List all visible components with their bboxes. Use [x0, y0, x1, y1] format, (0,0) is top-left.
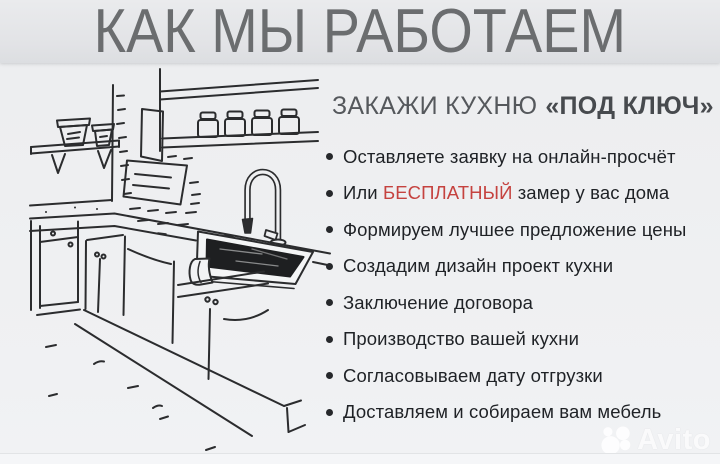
kitchen-sketch-illustration [29, 68, 331, 451]
avito-logo-icon [601, 426, 631, 455]
step-text: Создадим дизайн проект кухни [343, 255, 614, 276]
bullet-icon [326, 189, 333, 197]
bullet-icon [326, 408, 333, 416]
step-text: Согласовываем дату отгрузки [343, 364, 603, 386]
floor-texture-group [45, 344, 216, 451]
bullet-icon [326, 226, 333, 233]
upper-shelf-group [159, 68, 319, 152]
subtitle-regular: ЗАКАЖИ КУХНЮ [332, 92, 538, 120]
faucet-group [241, 168, 287, 247]
step-item: Или БЕСПЛАТНЫЙ замер у вас дома [326, 182, 716, 204]
step-text: Заключение договора [343, 291, 534, 313]
step-item: Оставляете заявку на онлайн-просчёт [326, 146, 716, 167]
step-item: Заключение договора [326, 292, 716, 313]
page-title: КАК МЫ РАБОТАЕМ [93, 0, 627, 66]
subtitle-bold: «ПОД КЛЮЧ» [545, 92, 714, 120]
sink-group [188, 230, 314, 290]
step-item: Формируем лучшее предложение цены [326, 219, 716, 240]
avito-watermark: Avito [600, 424, 711, 457]
step-text: Или БЕСПЛАТНЫЙ замер у вас дома [343, 182, 670, 203]
wall-texture-group [111, 84, 201, 226]
step-text: Оставляете заявку на онлайн-просчёт [343, 145, 676, 167]
step-text: Доставляем и собираем вам мебель [343, 401, 662, 422]
subtitle: ЗАКАЖИ КУХНЮ«ПОД КЛЮЧ» [332, 92, 714, 121]
header-band: КАК МЫ РАБОТАЕМ [0, 0, 720, 63]
bullet-icon [326, 299, 333, 306]
content-column: ЗАКАЖИ КУХНЮ«ПОД КЛЮЧ» Оставляете заявку… [320, 0, 716, 464]
watermark-label: Avito [637, 424, 711, 456]
step-text: Формируем лучшее предложение цены [343, 218, 687, 240]
bullet-icon [326, 153, 333, 160]
bullet-icon [326, 262, 333, 270]
base-cabinets-group [30, 220, 306, 437]
footer-strip [0, 453, 720, 464]
step-item: Доставляем и собираем вам мебель [326, 401, 716, 423]
step-item: Производство вашей кухни [326, 328, 716, 350]
bullet-icon [326, 335, 333, 343]
step-item: Согласовываем дату отгрузки [326, 365, 716, 386]
wall-shelf-group [30, 117, 120, 174]
hanging-towel-group [122, 108, 188, 206]
step-item: Создадим дизайн проект кухни [326, 255, 716, 277]
step-highlight: БЕСПЛАТНЫЙ [382, 182, 513, 203]
bullet-icon [326, 372, 333, 379]
step-text: Производство вашей кухни [343, 328, 580, 349]
